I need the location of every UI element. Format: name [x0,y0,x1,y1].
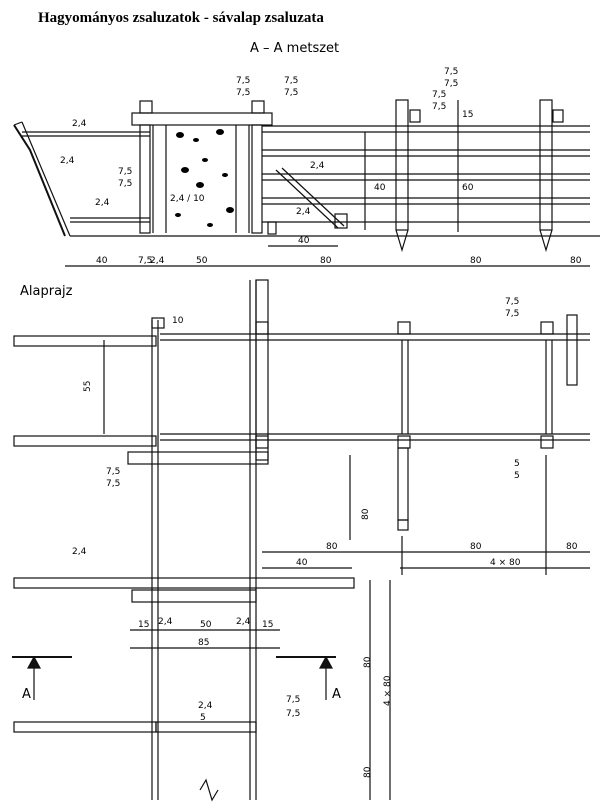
dim-label: 4 × 80 [383,675,393,706]
dim-label: 15 [138,620,149,630]
dim-label: 80 [570,256,582,266]
dim-label: 50 [196,256,208,266]
dim-label: 7,5 [432,90,446,100]
dim-label: 80 [361,508,371,520]
plan-beam-4 [13,721,157,733]
dim-label: 7,5 [106,467,120,477]
cut-label-right: A [332,687,341,702]
dim-label: 7,5 [106,479,120,489]
concrete-fill [175,129,234,227]
dim-label: 50 [200,620,212,630]
dim-label: 7,5 [444,79,458,89]
dim-label: 40 [296,558,308,568]
dim-label: 60 [462,183,474,193]
dim-label: 80 [363,656,373,668]
left-post [139,124,151,234]
section-view [13,99,600,267]
dim-label: 4 × 80 [490,558,521,568]
dim-label: 2,4 [158,617,173,627]
dim-label: 7,5 [284,76,298,86]
dim-label: 2,4 [72,119,87,129]
right-post [251,124,263,234]
dim-label: 7,5 [286,695,300,705]
dim-label: 7,5 [236,88,250,98]
dim-label: 2,4 [198,701,213,711]
dim-label: 5 [514,459,520,469]
dim-label: 85 [198,638,209,648]
plan-beam-1 [13,335,157,347]
dim-label: 10 [172,316,184,326]
dim-label: 15 [262,620,273,630]
soldier-post-1 [395,99,409,231]
section-heading: A – A metszet [250,41,339,56]
dim-label: 15 [462,110,473,120]
page-title: Hagyományos zsaluzatok - sávalap zsaluza… [38,10,324,26]
dim-label: 80 [470,256,482,266]
dim-label: 80 [326,542,338,552]
dim-label: 5 [200,713,206,723]
dim-label: 7,5 [138,256,152,266]
soldier-post-2 [539,99,553,231]
dim-label: 2,4 [310,161,325,171]
dim-label: 2,4 [296,207,311,217]
dim-label: 40 [96,256,108,266]
dim-label: 7,5 [118,167,132,177]
plan-heading: Alaprajz [20,284,73,299]
dim-label: 7,5 [286,709,300,719]
dim-label: 2,4 [236,617,251,627]
plan-beam-3 [13,577,355,589]
dim-label: 7,5 [236,76,250,86]
dim-label: 80 [470,542,482,552]
dim-label: 7,5 [505,297,519,307]
dim-label: 2,4 [60,156,75,166]
dim-label: 2,4 [72,547,87,557]
dim-label: 80 [320,256,332,266]
right-boards [262,125,590,223]
dim-label: 5 [514,471,520,481]
dim-label: 7,5 [118,179,132,189]
dim-label: 40 [298,236,310,246]
plan-view [12,279,590,802]
diagonal-brace [275,169,339,229]
dim-label: 55 [83,381,93,392]
dim-label: 80 [363,766,373,778]
dim-label: 7,5 [284,88,298,98]
dim-label: 80 [566,542,578,552]
dim-label: 2,4 [150,256,165,266]
dim-label: 7,5 [432,102,446,112]
dim-label: 2,4 / 10 [170,194,205,204]
plan-beam-2 [13,435,157,447]
trench-slope [13,124,66,237]
top-cross-beam [131,112,273,126]
dim-label: 7,5 [444,67,458,77]
dim-label: 2,4 [95,198,110,208]
dim-label: 7,5 [505,309,519,319]
dim-label: 40 [374,183,386,193]
cut-label-left: A [22,687,31,702]
